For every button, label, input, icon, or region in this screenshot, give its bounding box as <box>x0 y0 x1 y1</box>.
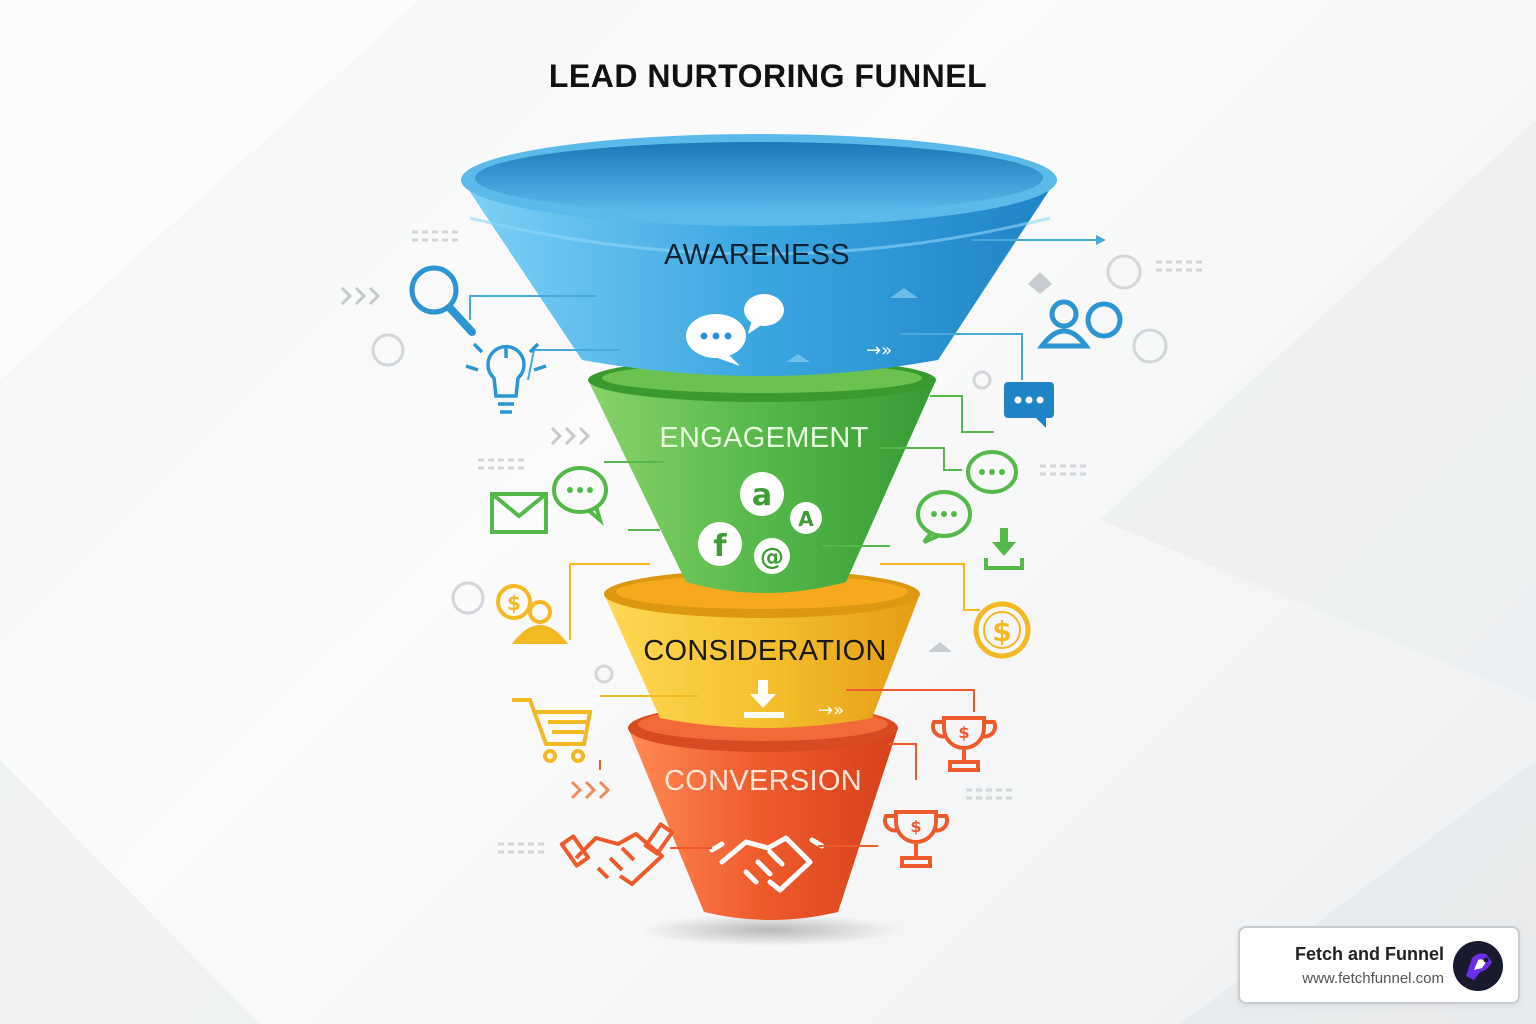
arrow-icon: →» <box>866 340 892 361</box>
chevron-icons <box>340 286 611 800</box>
trophy-icon-2 <box>882 810 950 868</box>
decorative-marks <box>371 230 1206 854</box>
chat-icon-right <box>916 450 1018 544</box>
message-icon <box>1004 382 1054 428</box>
shopping-cart-icon <box>512 698 593 763</box>
stage-consideration[interactable]: CONSIDERATION →» <box>604 570 920 728</box>
email-icon <box>490 492 548 534</box>
trophy-dollar: $ <box>958 723 969 742</box>
handshake-icon <box>709 835 825 893</box>
trophy-dollar-2: $ <box>910 817 921 836</box>
stage-label-awareness: AWARENESS <box>664 239 850 271</box>
chat-bubbles-icon <box>686 294 784 366</box>
chat-icon <box>552 466 608 526</box>
dollar-user-icon <box>496 584 569 644</box>
chat-dots-right <box>931 469 1005 517</box>
email-at-icon: @ <box>760 543 784 571</box>
brand-logo-icon <box>1453 941 1503 991</box>
stage-engagement[interactable]: ENGAGEMENT a A f @ <box>588 358 936 593</box>
dollar-coin-icon: $ <box>973 601 1031 659</box>
handshake-icon-left <box>559 822 675 886</box>
download-icon <box>744 680 784 718</box>
download-icon-green <box>984 528 1024 570</box>
brand-name: Fetch and Funnel <box>1294 944 1444 964</box>
stage-awareness[interactable]: AWARENESS →» <box>461 134 1057 376</box>
letter-a-icon: A <box>798 507 814 531</box>
brand-url[interactable]: www.fetchfunnel.com <box>1302 970 1444 987</box>
stage-label-conversion: CONVERSION <box>664 765 862 797</box>
social-icons: a A f @ <box>698 472 822 574</box>
page-title: LEAD NURTORING FUNNEL <box>548 58 988 94</box>
stage-label-engagement: ENGAGEMENT <box>659 422 868 454</box>
stage-label-consideration: CONSIDERATION <box>643 635 886 667</box>
svg-text:$: $ <box>992 615 1011 648</box>
chat-dots <box>567 487 593 493</box>
brand-card[interactable]: Fetch and Funnel www.fetchfunnel.com <box>1238 926 1520 1004</box>
stage-conversion[interactable]: CONVERSION <box>628 704 898 920</box>
users-icon <box>1037 299 1123 349</box>
at-sign-icon: a <box>752 478 772 513</box>
arrow-icon: →» <box>818 700 844 721</box>
trophy-icon <box>930 716 998 772</box>
connectors <box>469 235 1106 849</box>
magnifier-icon <box>409 265 476 336</box>
dollar-sign: $ <box>507 591 521 615</box>
lightbulb-icon <box>465 342 547 414</box>
facebook-icon: f <box>713 529 727 564</box>
